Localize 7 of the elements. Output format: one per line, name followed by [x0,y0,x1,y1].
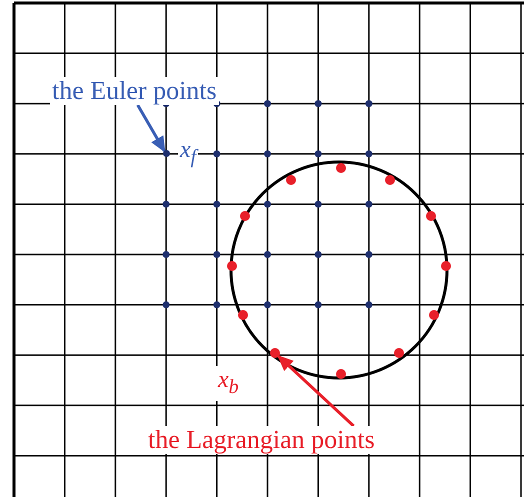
leader-arrow [136,104,166,153]
grid-point [162,150,170,158]
callout-text: the Lagrangian points [146,426,377,454]
variable-label: x$_{b}$ [216,366,241,401]
leader-arrow [277,355,355,428]
callout-text: the Euler points [50,77,219,105]
grid-point [270,348,280,358]
